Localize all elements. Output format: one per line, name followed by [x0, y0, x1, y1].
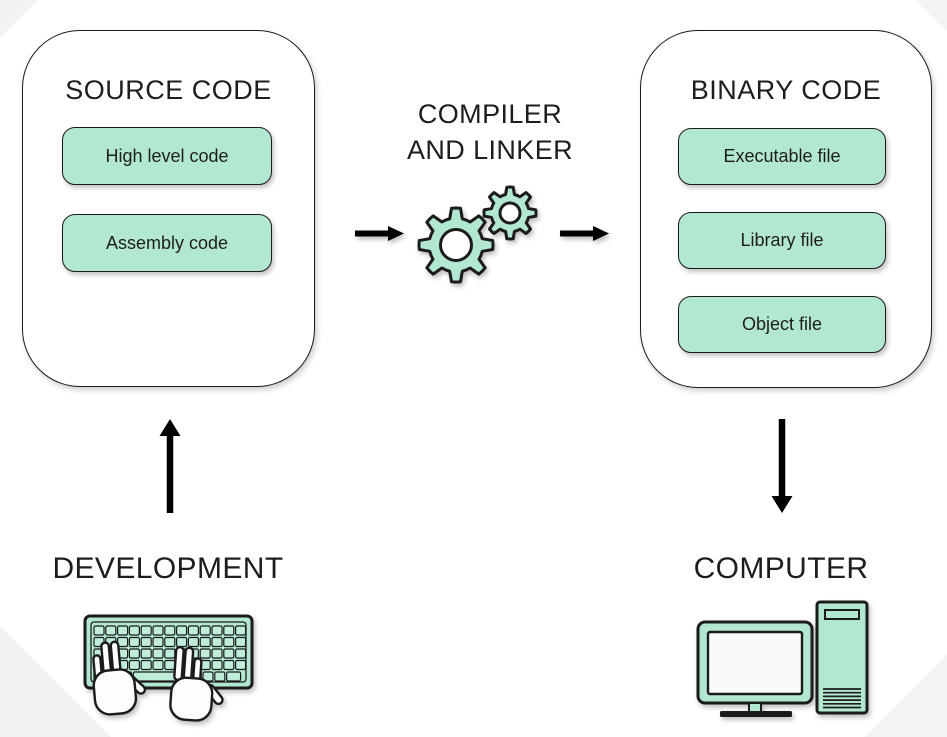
- compiler-label-line-1: COMPILER: [417, 99, 563, 129]
- keyboard-key: [211, 659, 223, 671]
- executable-file-label: Executable file: [723, 146, 841, 166]
- assembly-code-pill: Assembly code: [62, 214, 272, 272]
- keyboard-key: [140, 648, 152, 659]
- monitor-neck: [748, 702, 762, 713]
- keyboard-key: [235, 648, 247, 659]
- keyboard-key: [164, 625, 176, 636]
- arrow-up-icon: [159, 419, 181, 513]
- keyboard-key: [214, 671, 226, 682]
- assembly-code-label: Assembly code: [105, 232, 229, 253]
- tower-vents: [823, 688, 861, 709]
- keyboard-key: [235, 625, 247, 636]
- keyboard-key: [152, 625, 164, 636]
- keyboard-key: [199, 648, 211, 659]
- keyboard-key: [187, 636, 200, 648]
- high-level-code-label: High level code: [105, 145, 229, 166]
- binary-code-title: BINARY CODE: [690, 75, 882, 105]
- left-hand: [92, 640, 147, 716]
- keyboard-key: [140, 659, 152, 671]
- keyboard-key: [128, 625, 141, 636]
- monitor-screen: [706, 630, 804, 696]
- keyboard-key: [164, 648, 176, 659]
- keyboard-key: [187, 625, 200, 636]
- keyboard-key: [93, 625, 105, 636]
- binary-code-box: BINARY CODE Executable file Library file…: [640, 30, 932, 388]
- keyboard-key: [199, 636, 211, 648]
- executable-file-pill: Executable file: [678, 128, 886, 185]
- compiler-linker-label: COMPILER AND LINKER: [340, 96, 640, 168]
- keyboard-key: [140, 636, 152, 648]
- keyboard-key: [199, 625, 211, 636]
- keyboard-key: [223, 636, 235, 648]
- right-hand: [169, 645, 224, 722]
- keyboard-key: [116, 625, 129, 636]
- keyboard-key: [140, 625, 152, 636]
- keyboard-key: [223, 625, 235, 636]
- keyboard-key: [175, 636, 188, 648]
- keyboard-key: [202, 671, 214, 682]
- keyboard-key: [175, 625, 188, 636]
- desktop-computer-icon: [696, 600, 869, 717]
- arrow-right-icon: [560, 226, 609, 241]
- arrow-right-icon: [355, 226, 404, 241]
- keyboard-key: [223, 659, 235, 671]
- gears-icon: [417, 185, 538, 284]
- arrow-down-icon: [771, 419, 793, 513]
- keyboard-key: [128, 636, 141, 648]
- keyboard-key: [211, 636, 223, 648]
- monitor: [696, 620, 814, 717]
- computer-tower: [815, 600, 869, 715]
- development-label: DEVELOPMENT: [52, 552, 284, 585]
- keyboard-key: [152, 636, 164, 648]
- compile-flow-graphic: [355, 185, 609, 284]
- keyboard-key: [235, 636, 247, 648]
- computer-label: COMPUTER: [693, 552, 869, 585]
- compiler-label-line-2: AND LINKER: [406, 135, 574, 165]
- keyboard-key: [164, 636, 176, 648]
- keyboard-typing-hands-icon: [83, 614, 254, 722]
- keyboard-key: [152, 648, 164, 659]
- source-code-title: SOURCE CODE: [65, 75, 272, 105]
- library-file-pill: Library file: [678, 212, 886, 269]
- keyboard-key: [152, 659, 164, 671]
- keyboard-key: [128, 659, 141, 671]
- keyboard-key: [223, 648, 235, 659]
- keyboard-key: [211, 625, 223, 636]
- source-code-box: SOURCE CODE High level code Assembly cod…: [22, 30, 315, 387]
- object-file-label: Object file: [741, 314, 823, 334]
- keyboard-key: [226, 671, 242, 682]
- keyboard-key: [105, 625, 117, 636]
- keyboard-key: [235, 659, 247, 671]
- object-file-pill: Object file: [678, 296, 886, 353]
- monitor-base: [720, 711, 792, 717]
- keyboard-key: [128, 648, 141, 659]
- library-file-label: Library file: [740, 230, 824, 250]
- keyboard-key: [211, 648, 223, 659]
- high-level-code-pill: High level code: [62, 127, 272, 185]
- keyboard-key: [164, 659, 176, 671]
